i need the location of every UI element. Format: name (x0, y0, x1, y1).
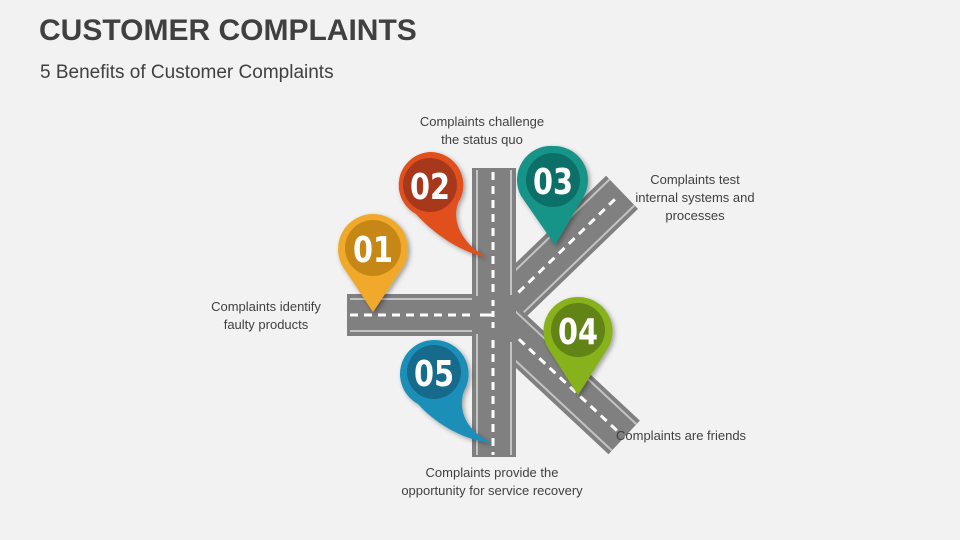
pin-01 (338, 214, 408, 312)
benefit-label-03: Complaints test internal systems and pro… (635, 172, 755, 223)
benefit-label-01: Complaints identify faulty products (211, 299, 321, 332)
pin-04-number: 04 (558, 312, 598, 353)
pin-01-number: 01 (353, 230, 393, 271)
pin-02 (398, 151, 486, 257)
pin-05 (400, 339, 492, 443)
roads (347, 168, 640, 457)
pin-03-number: 03 (533, 162, 573, 203)
page-title: CUSTOMER COMPLAINTS (39, 14, 417, 47)
page-subtitle: 5 Benefits of Customer Complaints (40, 62, 334, 83)
benefit-label-05: Complaints provide the opportunity for s… (401, 465, 583, 498)
benefit-label-02: Complaints challenge the status quo (419, 114, 545, 147)
pin-03 (516, 145, 589, 245)
pin-04 (543, 296, 613, 395)
pin-02-number: 02 (410, 167, 450, 208)
benefit-label-04: Complaints are friends (616, 428, 747, 443)
pin-05-number: 05 (414, 354, 454, 395)
